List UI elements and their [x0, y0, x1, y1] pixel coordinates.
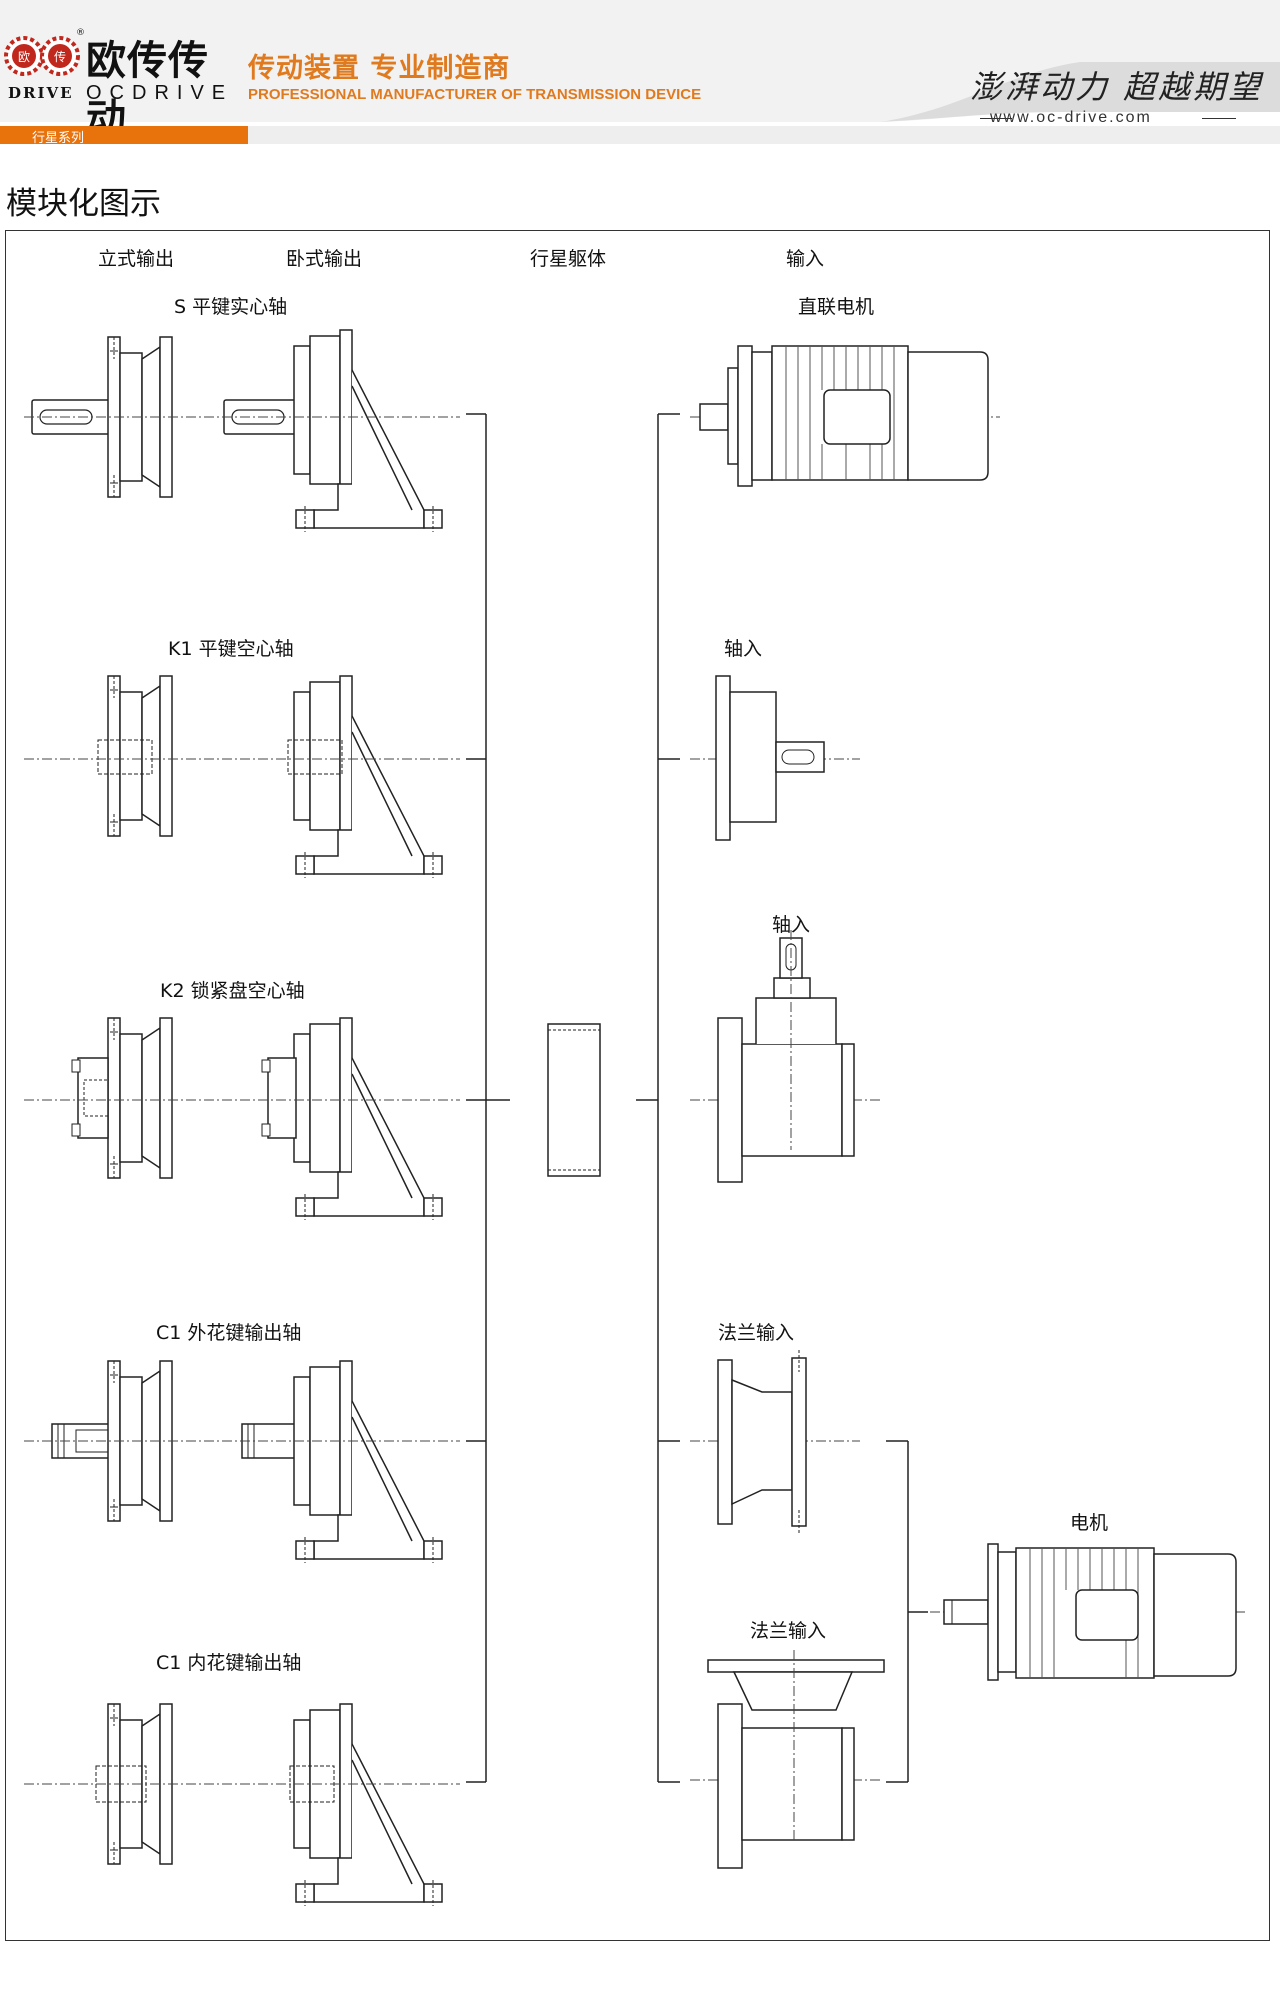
motor-connector	[886, 1440, 928, 1783]
column-vertical-output: 立式输出	[98, 248, 175, 270]
input-flange-1	[717, 1350, 807, 1534]
output-connector	[466, 413, 510, 1783]
output-label-c1-internal: C1 内花键输出轴	[156, 1652, 302, 1674]
diagram-frame	[5, 230, 1270, 1941]
horizontal-output-c1-external-spline	[241, 1360, 443, 1564]
vertical-output-k2-shrink-disc	[71, 1017, 173, 1179]
logo-badge-1: 欧	[18, 50, 30, 64]
horizontal-output-k2-shrink-disc	[261, 1017, 443, 1221]
input-flange-2	[707, 1650, 885, 1869]
input-connector	[636, 413, 680, 1783]
vertical-output-k1-hollow-shaft	[97, 675, 173, 837]
column-input: 输入	[786, 248, 825, 270]
series-tab[interactable]	[0, 126, 248, 144]
planetary-body	[547, 1023, 601, 1177]
registered-mark: ®	[76, 28, 85, 38]
logo-english-left: DRIVE	[8, 84, 74, 102]
input-label-shaft-1: 轴入	[724, 638, 763, 660]
output-label-c1-external: C1 外花键输出轴	[156, 1322, 302, 1344]
output-label-s: S 平键实心轴	[174, 296, 288, 318]
website-rule-left	[980, 118, 1012, 119]
tagline-chinese: 传动装置 专业制造商	[248, 53, 511, 84]
page-title: 模块化图示	[6, 186, 161, 222]
horizontal-output-k1-hollow-shaft	[287, 675, 443, 879]
slogan: 澎湃动力 超越期望	[970, 68, 1264, 106]
column-horizontal-output: 卧式输出	[286, 248, 363, 270]
input-label-flange-2: 法兰输入	[750, 1620, 827, 1642]
output-label-k2: K2 锁紧盘空心轴	[160, 980, 305, 1002]
input-label-shaft-2: 轴入	[772, 914, 811, 936]
header-background	[0, 0, 1280, 122]
page-header: 欧 传 ® 欧传传动 DRIVE OCDRIVE 传动装置 专业制造商 PROF…	[0, 0, 1280, 170]
logo-english-right: OCDRIVE	[86, 82, 234, 104]
website-rule-right	[1202, 118, 1236, 119]
gear-logo-icon: 欧 传	[4, 36, 80, 76]
motor	[943, 1543, 1237, 1681]
website-link[interactable]: www.oc-drive.com	[990, 109, 1152, 126]
column-planetary-body: 行星躯体	[530, 248, 607, 270]
input-label-flange-1: 法兰输入	[718, 1322, 795, 1344]
tagline-english: PROFESSIONAL MANUFACTURER OF TRANSMISSIO…	[248, 86, 702, 103]
series-bar-fill	[248, 126, 1280, 144]
input-label-direct-motor: 直联电机	[798, 296, 875, 318]
horizontal-output-s-solid-shaft	[223, 329, 443, 533]
series-tab-label: 行星系列	[32, 131, 85, 146]
logo-badge-2: 传	[54, 49, 66, 64]
input-direct-motor	[699, 345, 989, 487]
input-shaft-1	[715, 675, 825, 841]
input-shaft-2	[717, 930, 855, 1183]
motor-label: 电机	[1070, 1512, 1109, 1534]
output-label-k1: K1 平键空心轴	[168, 638, 294, 660]
horizontal-output-c1-internal-spline	[289, 1703, 443, 1907]
